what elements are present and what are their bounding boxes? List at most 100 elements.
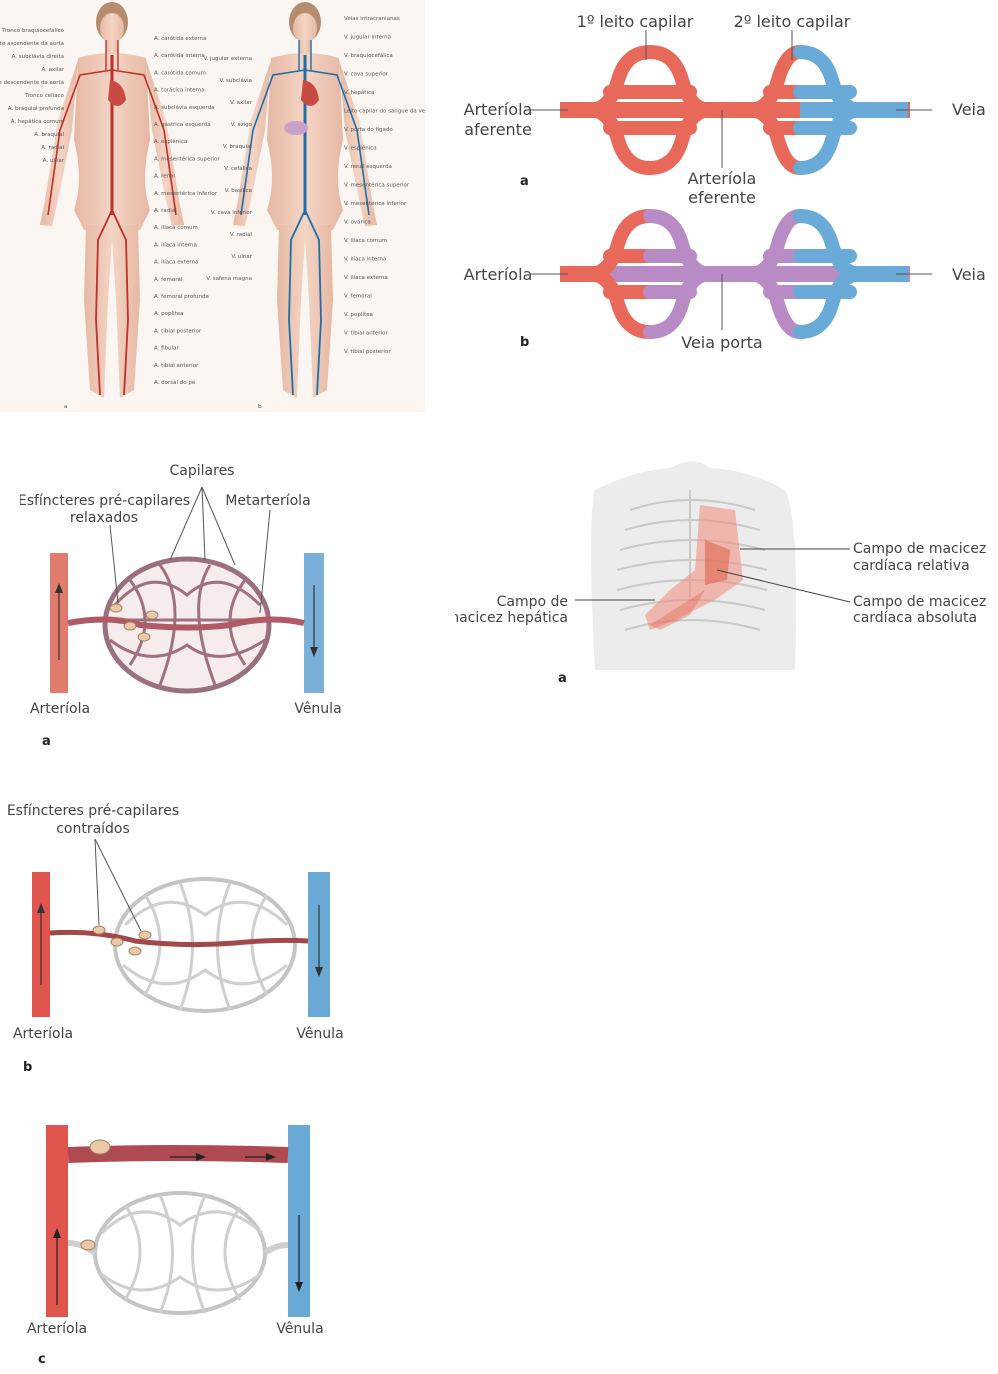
anatomy-label: A. ulnar	[43, 158, 65, 164]
anatomy-label: A. ilíaca externa	[154, 259, 198, 266]
anatomy-label: V. subclávia	[220, 77, 252, 84]
portal-system-figure: 1º leito capilar 2º leito capilar Arterí…	[464, 12, 986, 352]
metarteriole-label: Metarteríola	[225, 493, 310, 509]
arteriole-label-micro-b: Arteríola	[13, 1026, 73, 1042]
venous-labels-left: V. jugular externa V. subclávia V. axilarV…	[203, 56, 252, 282]
anatomy-label: V. jugular externa	[203, 56, 252, 62]
afferent-arteriole-label-1: Arteríola	[464, 100, 533, 119]
contracted-sphincters-label-1: Esfíncteres pré-capilares	[7, 803, 179, 819]
first-capillary-bed-label: 1º leito capilar	[577, 12, 694, 31]
anatomy-label: A. esplênica	[154, 138, 187, 145]
micro-b-letter: b	[23, 1060, 32, 1075]
microcirculation-relaxed-figure: Capilares Esfíncteres pré-capilares rela…	[18, 463, 342, 749]
cardiac-dullness-figure: Campo de macicez cardíaca relativa Campo…	[445, 461, 986, 686]
anatomy-label: A. braquial	[34, 132, 64, 138]
portal-letter-b: b	[520, 335, 529, 350]
anatomy-letter-b: b	[258, 404, 262, 410]
anatomy-label: A. ilíaca interna	[154, 241, 197, 248]
anatomy-label: A. radial	[154, 208, 177, 214]
anatomy-label: V. tibial posterior	[344, 349, 391, 355]
anatomy-label: A. ilíaca comum	[154, 224, 198, 231]
anatomy-label: A. braquial profunda	[8, 106, 64, 112]
anatomy-label: A. subclávia direita	[12, 53, 64, 60]
anatomy-label: A. poplítea	[154, 310, 183, 317]
venous-labels-right: Veias intracranianas V. jugular internaV.…	[344, 16, 446, 355]
capillaries-label: Capilares	[170, 463, 235, 479]
anatomy-label: V. ulnar	[231, 254, 252, 260]
absolute-dullness-label-1: Campo de macicez	[853, 594, 986, 610]
anatomy-label: V. axilar	[230, 100, 253, 106]
arteriole-label-micro-c: Arteríola	[27, 1321, 87, 1337]
anatomy-label: V. braquial	[223, 144, 253, 150]
relaxed-sphincters-label-1: Esfíncteres pré-capilares	[20, 493, 190, 509]
contracted-sphincters-label-2: contraídos	[56, 821, 130, 837]
microcirculation-contracted-figure: Esfíncteres pré-capilares contraídos Art…	[7, 803, 344, 1075]
micro-c-letter: c	[38, 1352, 46, 1367]
anatomy-label: A. fibular	[154, 346, 180, 352]
anatomy-label: A. torácica interna	[154, 87, 205, 94]
anatomy-label: A. axilar	[42, 67, 65, 73]
relative-dullness-label-2: cardíaca relativa	[853, 558, 970, 574]
venule-label-micro-b: Vênula	[296, 1026, 343, 1042]
anatomy-label: A. subclávia esquerda	[154, 104, 214, 111]
arteriole-label-b: Arteríola	[464, 265, 533, 284]
cardiac-dullness-panel: Campo de macicez cardíaca relativa Campo…	[445, 450, 995, 695]
venule-label-micro-a: Vênula	[294, 701, 341, 717]
anatomy-label: Parte ascendente da aorta	[0, 41, 64, 47]
anatomy-label: V. cefálica	[224, 165, 252, 172]
microcirculation-contracted-panel: Esfíncteres pré-capilares contraídos Art…	[5, 795, 365, 1080]
portal-letter-a: a	[520, 174, 529, 189]
anatomy-label: V. renal esquerda	[344, 164, 392, 170]
dullness-letter: a	[558, 671, 567, 686]
arteriole-label-micro-a: Arteríola	[30, 701, 90, 717]
relative-dullness-label-1: Campo de macicez	[853, 541, 986, 557]
anatomy-label: V. basílica	[225, 187, 252, 194]
anatomy-label: V. hepática	[344, 89, 374, 96]
anatomy-label: V. cava inferior	[211, 210, 253, 216]
efferent-arteriole-label-1: Arteríola	[688, 169, 757, 188]
anatomy-label: V. ilíaca interna	[344, 256, 386, 263]
venule-label-micro-c: Vênula	[276, 1321, 323, 1337]
portal-system-panel: 1º leito capilar 2º leito capilar Arterí…	[450, 0, 998, 360]
second-capillary-bed-label: 2º leito capilar	[734, 12, 851, 31]
afferent-arteriole-label-2: aferente	[464, 120, 532, 139]
anatomy-label: Tronco braquiocefálico	[1, 27, 64, 34]
anatomy-label: A. tibial anterior	[154, 363, 199, 369]
anatomy-label: A. hepática comum	[11, 118, 64, 125]
anatomy-label: V. jugular interna	[344, 35, 391, 41]
venous-body-figure	[233, 2, 377, 398]
anatomy-label: A. femoral	[154, 277, 183, 283]
anatomy-label: V. braquiocefálica	[344, 52, 393, 59]
anatomy-label: A. radial	[41, 145, 64, 151]
anatomy-label: A. carótida comum	[154, 69, 206, 76]
anatomy-label: A. renal	[154, 174, 176, 180]
anatomy-label: Tronco celíaco	[24, 92, 65, 99]
anatomy-label: V. cava superior	[344, 72, 389, 78]
portal-vein-diagram: Arteríola Veia Veia porta b	[464, 209, 986, 352]
vein-label-b: Veia	[952, 265, 986, 284]
hepatic-dullness-label-1: Campo de	[497, 594, 568, 610]
anatomy-label: V. esplênica	[344, 145, 377, 152]
anatomy-label: Veias intracranianas	[344, 16, 400, 22]
relaxed-sphincters-label-2: relaxados	[70, 510, 138, 526]
anatomy-label: V. ázigo	[231, 121, 253, 128]
anatomy-label: A. dorsal do pé	[154, 379, 196, 386]
anatomy-label: A. femoral profunda	[154, 294, 209, 300]
anatomy-label: V. tibial anterior	[344, 331, 388, 337]
anatomy-label: A. gástrica esquerda	[154, 121, 211, 128]
anatomy-label: V. femoral	[344, 294, 372, 300]
microcirculation-shunt-panel: Arteríola Vênula c	[20, 1115, 360, 1370]
anatomy-label: Leito capilar do sangue da veia porta	[344, 109, 425, 115]
double-capillary-bed-diagram: 1º leito capilar 2º leito capilar Arterí…	[464, 12, 986, 207]
vein-label-a: Veia	[952, 100, 986, 119]
anatomy-label: V. ilíaca externa	[344, 274, 388, 281]
portal-vein-label: Veia porta	[681, 333, 762, 352]
microcirculation-relaxed-panel: Capilares Esfíncteres pré-capilares rela…	[18, 455, 360, 755]
anatomy-label: A. carótida externa	[154, 35, 206, 42]
anatomy-label: V. porta do fígado	[344, 126, 393, 133]
anatomy-letter-a: a	[64, 404, 67, 410]
anatomy-label: V. poplítea	[344, 311, 373, 318]
anatomy-label: V. ovárica	[344, 219, 371, 226]
anatomy-label: V. safena magna	[206, 276, 252, 282]
